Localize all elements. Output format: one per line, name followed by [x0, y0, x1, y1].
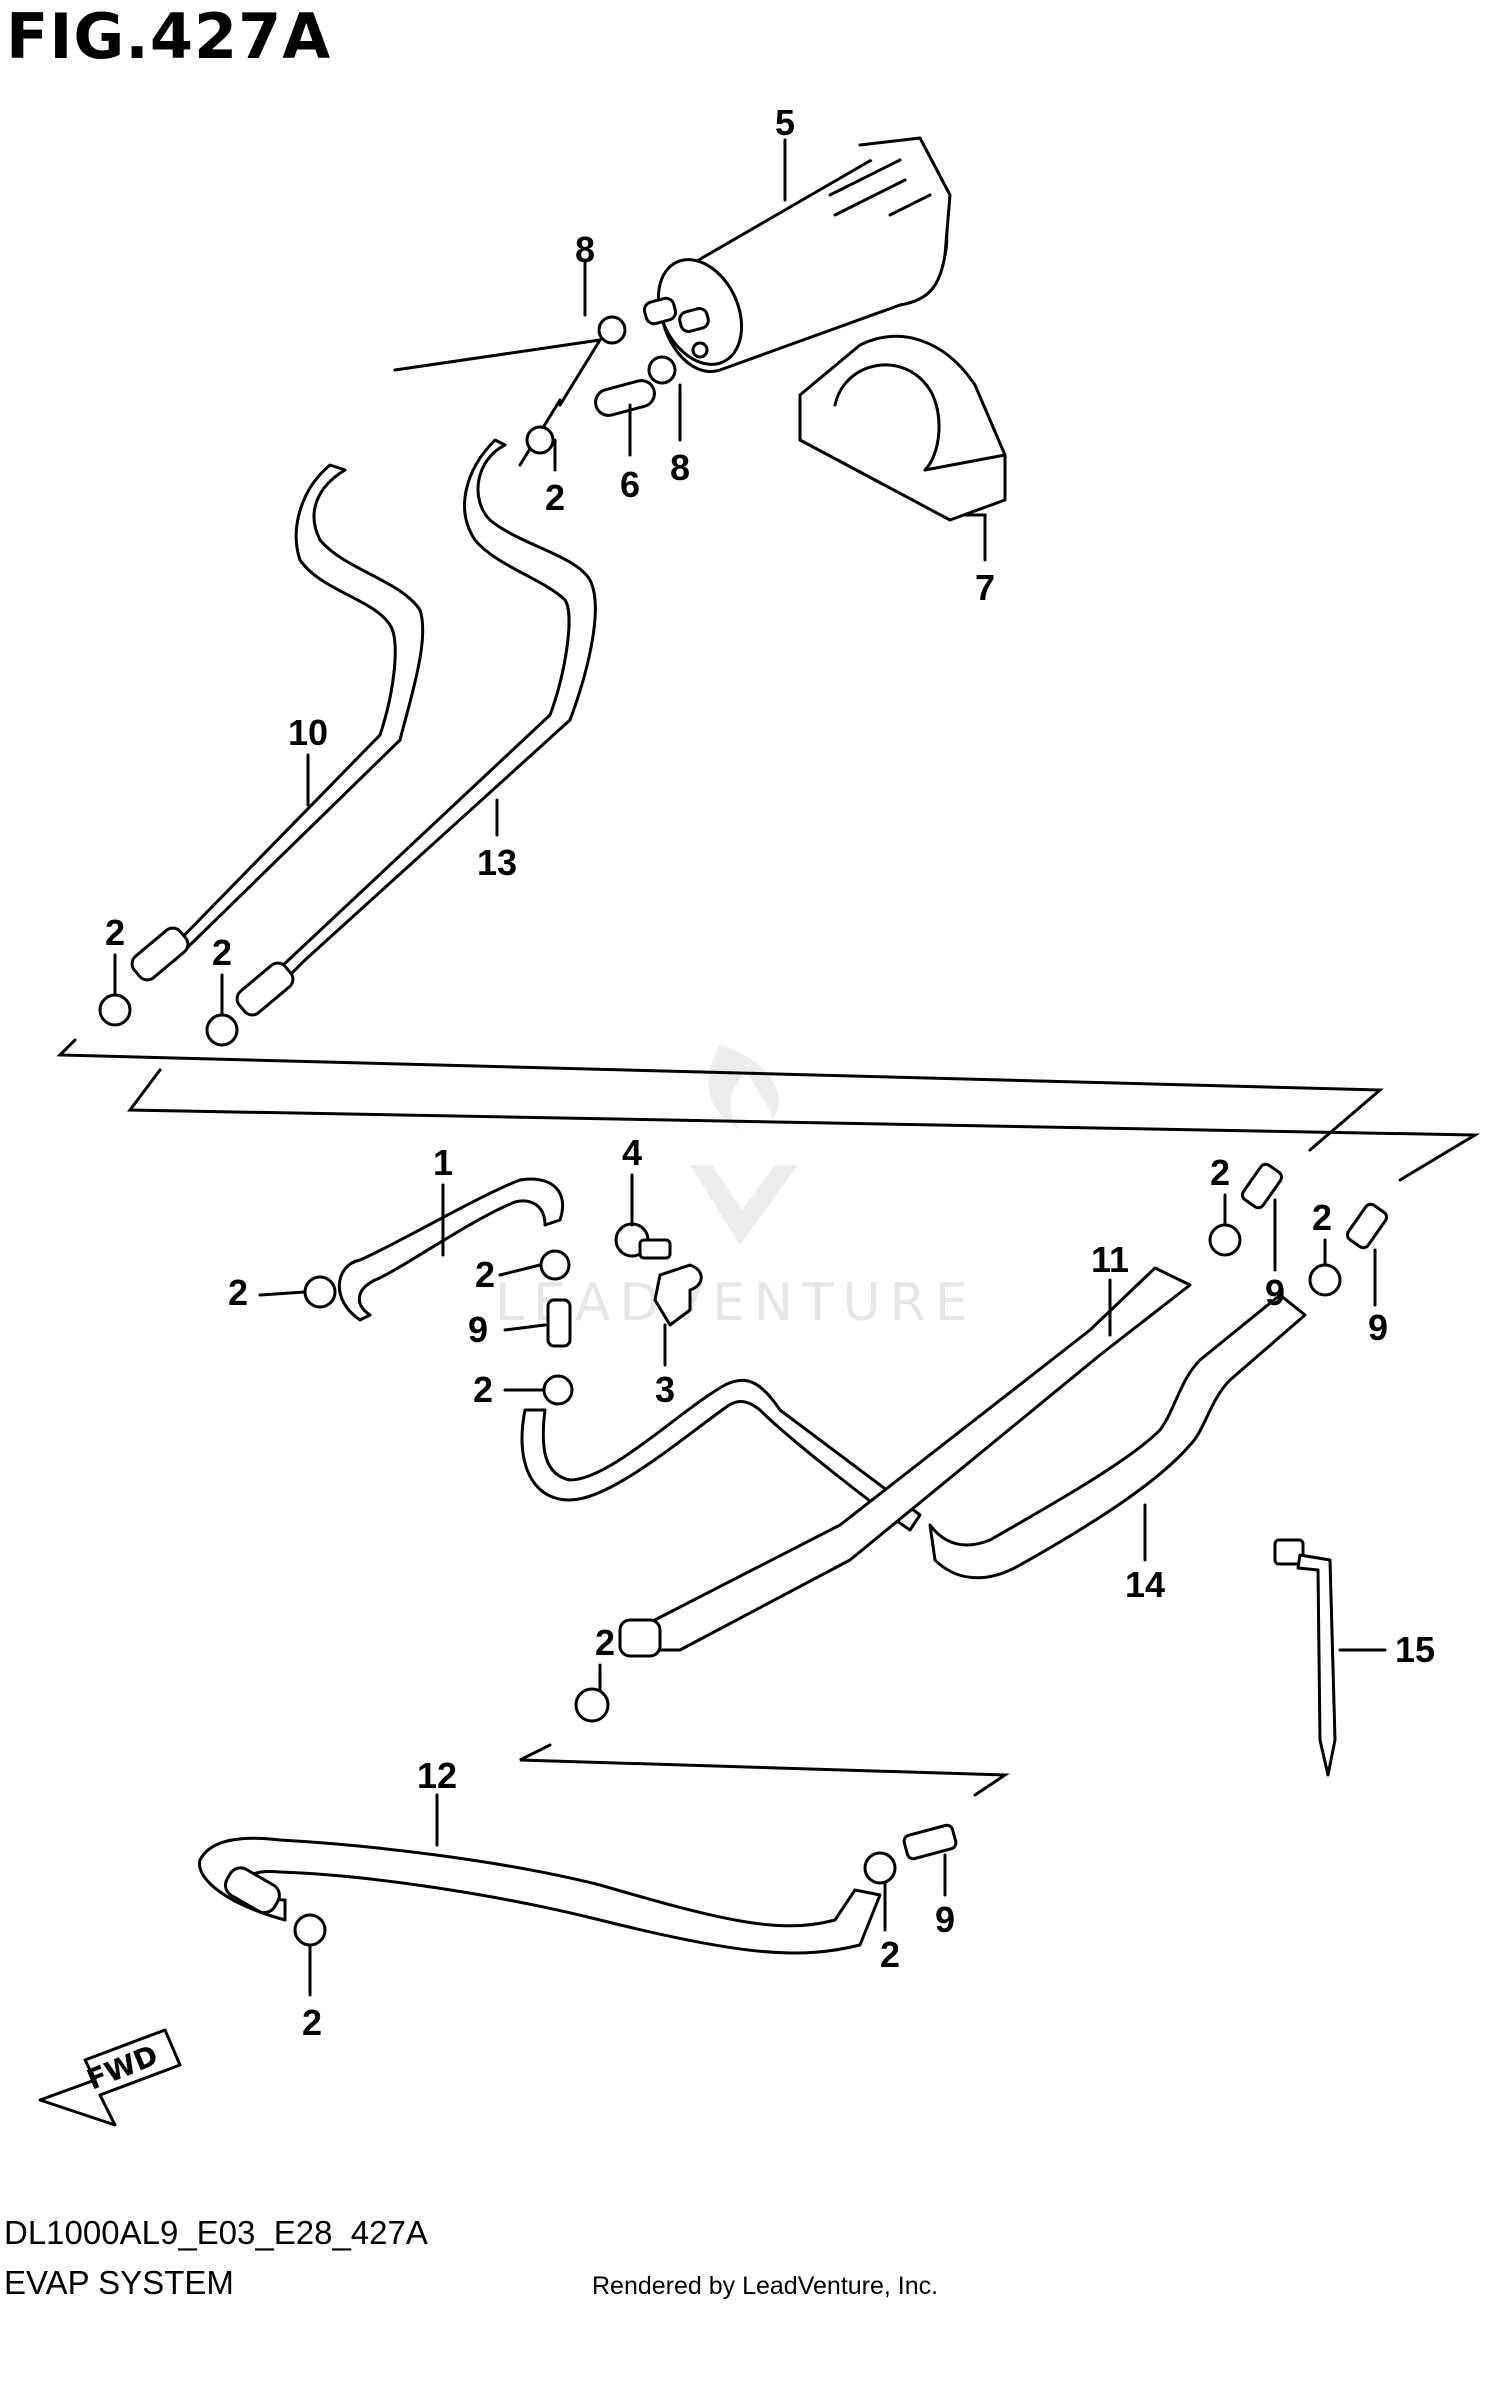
callout-12: 12 [417, 1755, 457, 1796]
callout-14: 14 [1125, 1564, 1165, 1605]
callout-8: 8 [670, 447, 690, 488]
figure-code: DL1000AL9_E03_E28_427A [4, 2214, 428, 2251]
callout-1: 1 [433, 1142, 453, 1183]
callout-3: 3 [655, 1369, 675, 1410]
bracket-3[interactable] [653, 1263, 703, 1327]
callout-2: 2 [475, 1254, 495, 1295]
figure-title: FIG.427A [6, 0, 332, 73]
callout-5: 5 [775, 102, 795, 143]
callout-11: 11 [1091, 1239, 1129, 1280]
callout-7: 7 [975, 567, 995, 608]
forward-arrow-icon: FWD [38, 2028, 182, 2127]
fittings-right[interactable] [1208, 1162, 1389, 1297]
fitting-9-lower[interactable] [902, 1823, 958, 1861]
callout-4: 4 [622, 1132, 642, 1173]
callout-2: 2 [880, 1934, 900, 1975]
hose-connector[interactable] [520, 1378, 922, 1532]
callout-2: 2 [473, 1369, 493, 1410]
hose-14[interactable] [928, 1293, 1307, 1580]
watermark-text: LEADVENTURE [495, 1273, 977, 1333]
canister-bracket[interactable] [798, 334, 1007, 522]
section-title: EVAP SYSTEM [4, 2264, 234, 2301]
part-15-sensor[interactable] [1273, 1538, 1337, 1777]
clamp-hose11-lower[interactable] [574, 1687, 610, 1723]
clamp-hose13[interactable] [205, 1013, 239, 1047]
clamps-upper[interactable] [525, 315, 677, 455]
callout-15: 15 [1395, 1629, 1435, 1670]
clamp-hose12-left[interactable] [293, 1913, 327, 1947]
render-credit: Rendered by LeadVenture, Inc. [592, 2272, 939, 2300]
section-break-upper [56, 338, 1481, 1182]
leadventure-watermark: LEADVENTURE [495, 1045, 977, 1333]
callout-6: 6 [620, 464, 640, 505]
callout-2: 2 [545, 477, 565, 518]
section-break-lower [519, 1743, 1010, 1797]
callout-10: 10 [288, 712, 328, 753]
clamp-mid-lower[interactable] [542, 1374, 574, 1406]
clamp-mid-upper[interactable] [539, 1249, 571, 1281]
callout-9: 9 [935, 1899, 955, 1940]
clamp-hose12-right[interactable] [863, 1851, 897, 1885]
callout-2: 2 [228, 1272, 248, 1313]
callout-8: 8 [575, 229, 595, 270]
callout-9: 9 [1368, 1307, 1388, 1348]
hose-1[interactable] [337, 1177, 565, 1322]
bolt-4[interactable] [614, 1222, 672, 1260]
evap-canister[interactable] [642, 136, 952, 378]
leader-lines [113, 138, 1387, 1997]
callout-2: 2 [595, 1622, 615, 1663]
callout-9: 9 [468, 1309, 488, 1350]
hose-6[interactable] [593, 378, 658, 419]
hose-12[interactable] [198, 1836, 882, 1955]
callout-13: 13 [477, 842, 517, 883]
clamp-left[interactable] [303, 1275, 337, 1309]
hose-11[interactable] [643, 1266, 1192, 1652]
callout-labels: 5 8 8 6 2 7 10 13 2 2 1 4 2 2 9 2 3 11 2… [105, 102, 1435, 2043]
callout-2: 2 [212, 932, 232, 973]
callout-2: 2 [1312, 1197, 1332, 1238]
callout-2: 2 [302, 2002, 322, 2043]
clamp-hose10[interactable] [98, 993, 132, 1027]
fitting-9-mid[interactable] [546, 1298, 572, 1348]
callout-2: 2 [105, 912, 125, 953]
callout-9: 9 [1265, 1272, 1285, 1313]
hose-13[interactable] [278, 438, 597, 977]
callout-2: 2 [1210, 1152, 1230, 1193]
